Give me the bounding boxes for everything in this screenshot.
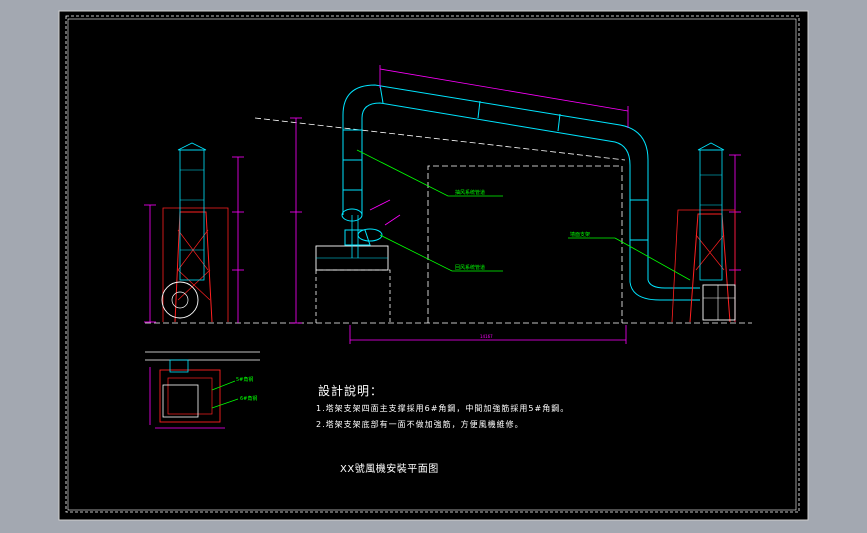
- width-dimension-label: 14167: [480, 334, 493, 339]
- drawing-sheet: [59, 11, 808, 520]
- right-tower: [671, 142, 736, 323]
- outer-border: [65, 15, 800, 513]
- central-fan: [315, 199, 401, 271]
- inner-border: [67, 18, 797, 511]
- roof-line: [254, 117, 626, 161]
- angle-steel-5-label: 5#角钢: [236, 376, 253, 383]
- fan-base-outline: [315, 269, 391, 323]
- design-notes-title: 設計說明：: [318, 384, 384, 398]
- drawing-title: XX號風機安裝平面图: [340, 464, 439, 475]
- design-note-1: 1.塔架支架四面主支撑採用6#角鋼，中間加強筋採用5#角鋼。: [316, 404, 570, 413]
- top-dimension: [379, 65, 629, 128]
- left-leader-label: 抽风系统管道: [455, 189, 485, 196]
- building-outline: [427, 165, 623, 323]
- angle-steel-6-label: 6#角钢: [240, 395, 257, 402]
- leaders: [356, 149, 691, 281]
- bottom-dimension: [349, 325, 627, 344]
- plan-detail: [145, 351, 260, 429]
- lower-leader-label: 回风系统管道: [455, 264, 485, 271]
- right-leader-label: 墙面支架: [570, 231, 590, 238]
- vertical-dimensions: [144, 117, 741, 324]
- left-tower: [161, 142, 229, 323]
- sheet-edge: [58, 10, 809, 521]
- design-note-2: 2.塔架支架底部有一面不做加強筋，方便風機維修。: [316, 420, 524, 429]
- main-duct: [341, 84, 700, 301]
